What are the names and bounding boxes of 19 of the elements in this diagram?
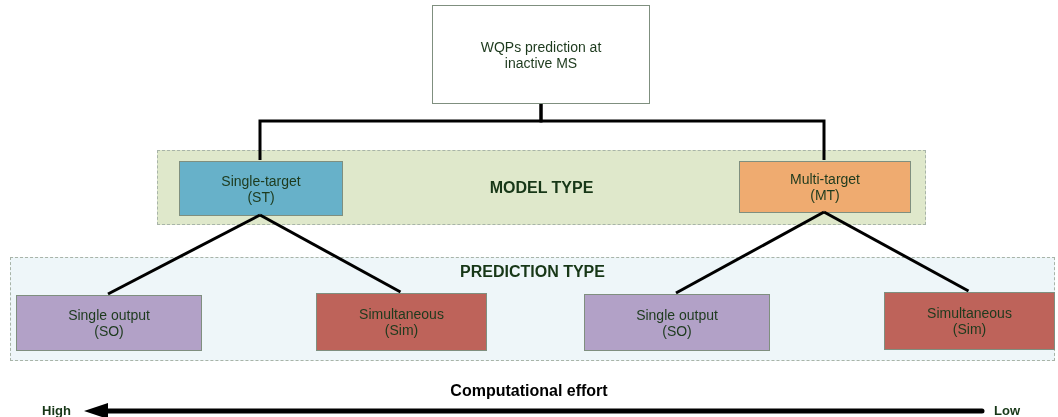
process-box: Simultaneous (Sim): [884, 292, 1055, 350]
process-box: Single-target (ST): [179, 161, 343, 216]
group-heading: PREDICTION TYPE: [460, 263, 605, 281]
process-box: Single output (SO): [584, 294, 770, 351]
process-box: Single output (SO): [16, 295, 202, 351]
group-band: [157, 150, 926, 225]
connector-line: [823, 210, 970, 293]
process-box: Multi-target (MT): [739, 161, 911, 213]
connector-line: [675, 210, 825, 295]
connector-line: [539, 104, 826, 160]
process-box: WQPs prediction at inactive MS: [432, 5, 650, 104]
group-band: [10, 257, 1055, 361]
process-box: Simultaneous (Sim): [316, 293, 487, 351]
axis-title: Computational effort: [450, 382, 608, 400]
connector-line: [259, 213, 402, 294]
group-heading: MODEL TYPE: [489, 179, 594, 197]
axis-label: Low: [994, 403, 1020, 417]
axis-label: High: [42, 403, 71, 417]
connector-line: [107, 213, 261, 296]
